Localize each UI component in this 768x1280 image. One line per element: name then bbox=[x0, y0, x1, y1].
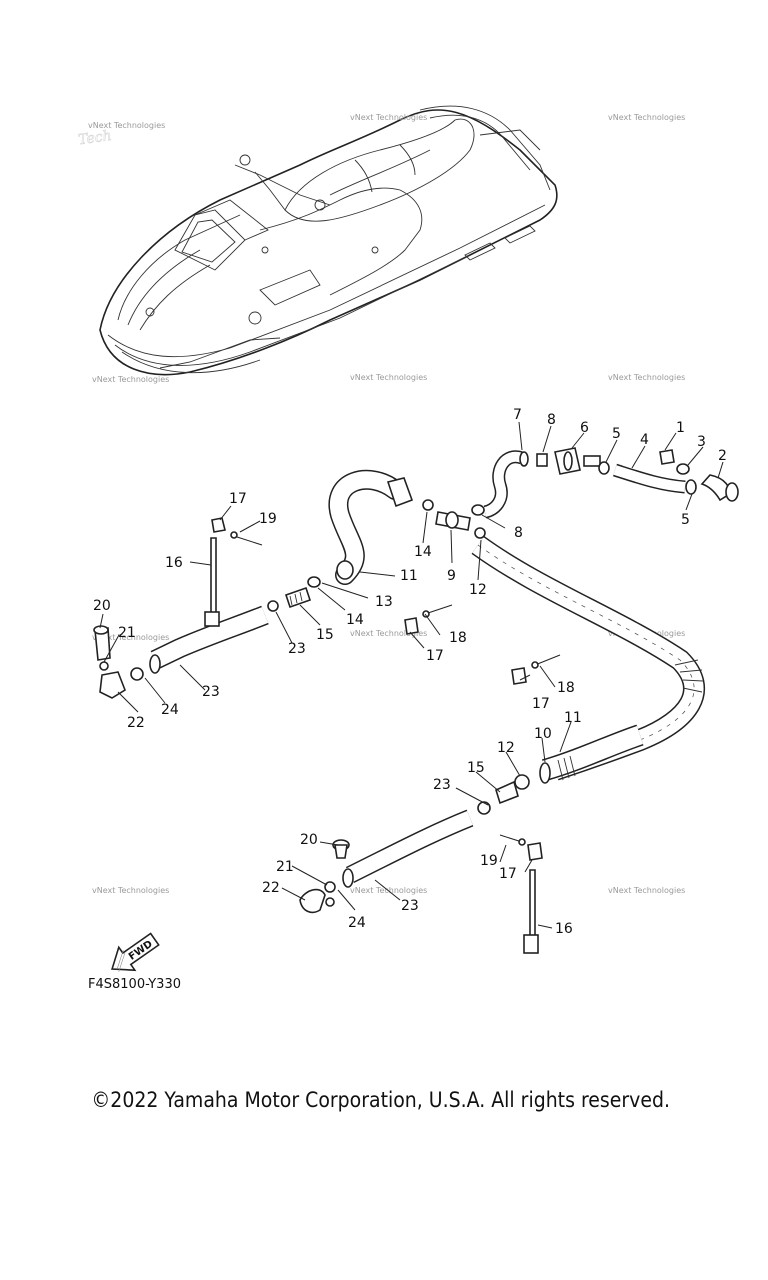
left-hose-assembly bbox=[93, 517, 269, 699]
callout-17b: 17 bbox=[426, 648, 444, 664]
svg-text:vNext Technologies: vNext Technologies bbox=[350, 629, 427, 638]
callout-21b: 21 bbox=[276, 859, 294, 875]
callout-2: 2 bbox=[718, 448, 727, 464]
callout-23: 23 bbox=[202, 684, 220, 700]
callout-22: 22 bbox=[127, 715, 145, 731]
callout-3: 3 bbox=[697, 434, 706, 450]
callout-15: 15 bbox=[316, 627, 334, 643]
svg-text:vNext Technologies: vNext Technologies bbox=[92, 375, 169, 384]
diagram-code: F4S8100-Y330 bbox=[88, 977, 181, 992]
svg-text:vNext Technologies: vNext Technologies bbox=[608, 886, 685, 895]
callout-8: 8 bbox=[547, 412, 556, 428]
callout-17d: 17 bbox=[499, 866, 517, 882]
lower-hose-assembly bbox=[299, 724, 644, 954]
callout-14b: 14 bbox=[346, 612, 364, 628]
svg-text:vNext Technologies: vNext Technologies bbox=[92, 886, 169, 895]
callout-24: 24 bbox=[161, 702, 179, 718]
callout-16: 16 bbox=[165, 555, 183, 571]
callout-18: 18 bbox=[449, 630, 467, 646]
callout-4: 4 bbox=[640, 432, 649, 448]
callout-24b: 24 bbox=[348, 915, 366, 931]
callout-11: 11 bbox=[400, 568, 418, 584]
callout-16b: 16 bbox=[555, 921, 573, 937]
callout-14: 14 bbox=[414, 544, 432, 560]
clip-parts bbox=[404, 604, 561, 685]
callout-12: 12 bbox=[469, 582, 487, 598]
callout-20: 20 bbox=[93, 598, 111, 614]
fwd-arrow-icon: FWD bbox=[110, 932, 160, 972]
callout-9: 9 bbox=[447, 568, 456, 584]
callout-6: 6 bbox=[580, 420, 589, 436]
callout-5b: 5 bbox=[681, 512, 690, 528]
callout-17c: 17 bbox=[532, 696, 550, 712]
callout-19: 19 bbox=[259, 511, 277, 527]
copyright-notice: ©2022 Yamaha Motor Corporation, U.S.A. A… bbox=[91, 1088, 670, 1112]
callout-11b: 11 bbox=[564, 710, 582, 726]
callout-19b: 19 bbox=[480, 853, 498, 869]
callout-8b: 8 bbox=[514, 525, 523, 541]
callout-numbers: 1 2 3 4 5 5 6 7 8 8 9 10 11 11 12 12 13 … bbox=[93, 407, 727, 937]
callout-22b: 22 bbox=[262, 880, 280, 896]
svg-text:vNext Technologies: vNext Technologies bbox=[608, 113, 685, 122]
callout-20b: 20 bbox=[300, 832, 318, 848]
svg-text:vNext Technologies: vNext Technologies bbox=[88, 121, 165, 130]
callout-23c: 23 bbox=[433, 777, 451, 793]
callout-7: 7 bbox=[513, 407, 522, 423]
callout-23b: 23 bbox=[288, 641, 306, 657]
callout-1: 1 bbox=[676, 420, 685, 436]
svg-text:vNext Technologies: vNext Technologies bbox=[350, 373, 427, 382]
callout-23d: 23 bbox=[401, 898, 419, 914]
leader-lines bbox=[99, 421, 724, 929]
callout-10: 10 bbox=[534, 726, 552, 742]
top-hose-assembly bbox=[483, 447, 739, 519]
callout-17: 17 bbox=[229, 491, 247, 507]
callout-5: 5 bbox=[612, 426, 621, 442]
middle-fittings bbox=[267, 477, 486, 612]
callout-12b: 12 bbox=[497, 740, 515, 756]
svg-text:vNext Technologies: vNext Technologies bbox=[608, 373, 685, 382]
svg-text:vNext Technologies: vNext Technologies bbox=[92, 633, 169, 642]
main-hose bbox=[328, 469, 706, 781]
watercraft-illustration bbox=[99, 105, 558, 376]
svg-text:Tech: Tech bbox=[77, 128, 112, 148]
callout-15b: 15 bbox=[467, 760, 485, 776]
callout-13: 13 bbox=[375, 594, 393, 610]
callout-18b: 18 bbox=[557, 680, 575, 696]
svg-text:vNext Technologies: vNext Technologies bbox=[350, 113, 427, 122]
callout-21: 21 bbox=[118, 625, 136, 641]
